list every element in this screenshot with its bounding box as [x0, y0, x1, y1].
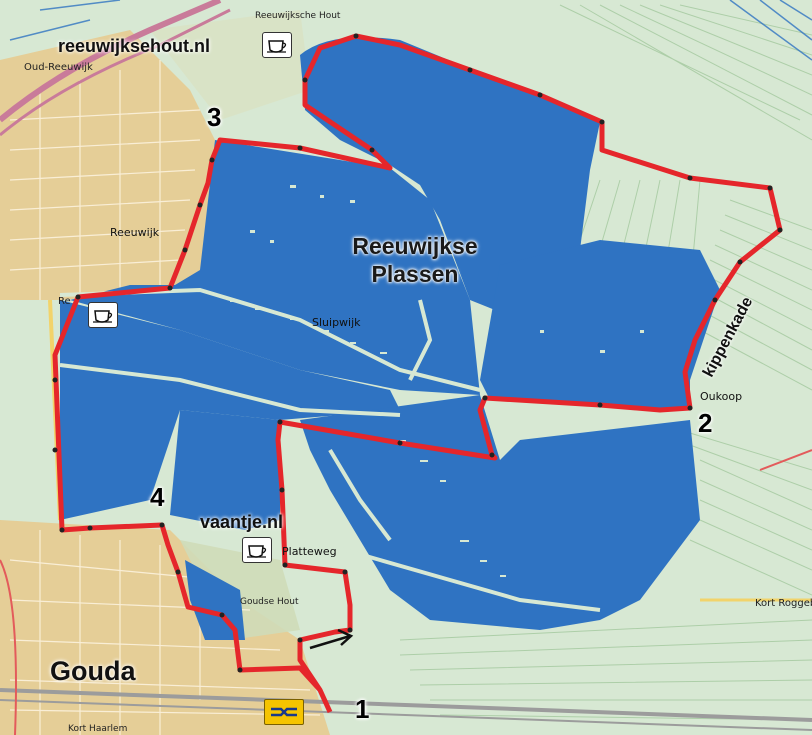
place-reeuwijk-brug: Re — [58, 296, 71, 307]
waypoint-4: 4 — [150, 482, 165, 512]
waypoint-2: 2 — [698, 408, 713, 438]
walking-route-line — [52, 33, 783, 714]
town-streets — [9, 60, 321, 735]
route-markers — [52, 33, 783, 673]
lake-name-line1: Reeuwijkse — [352, 233, 478, 259]
lake-name-line2: Plassen — [371, 261, 459, 287]
coffee-cup-icon — [242, 537, 272, 563]
place-kort-roggebot: Kort Roggeb — [755, 598, 812, 609]
lake-name: Reeuwijkse Plassen — [330, 232, 500, 288]
town-areas — [0, 10, 330, 735]
canals — [9, 0, 812, 61]
website-vaantje[interactable]: vaantje.nl — [200, 512, 284, 532]
place-goudse-hout: Goudse Hout — [240, 597, 299, 607]
place-kort-haarlem: Kort Haarlem — [68, 724, 128, 734]
place-reeuwijksche-hout: Reeuwijksche Hout — [255, 11, 341, 21]
train-station-icon — [264, 699, 304, 725]
place-oukoop: Oukoop — [700, 390, 743, 403]
place-sluipwijk: Sluipwijk — [312, 316, 361, 329]
place-gouda: Gouda — [50, 656, 136, 686]
lake-water — [60, 37, 720, 640]
coffee-cup-icon — [262, 32, 292, 58]
place-platteweg: Platteweg — [282, 545, 337, 558]
place-oud-reeuwijk: Oud-Reeuwijk — [24, 62, 93, 73]
coffee-cup-icon — [88, 302, 118, 328]
waypoint-1: 1 — [355, 694, 370, 724]
website-reeuwijksehout[interactable]: reeuwijksehout.nl — [58, 36, 211, 56]
arrow-right-icon — [309, 628, 354, 650]
place-reeuwijk: Reeuwijk — [110, 226, 160, 239]
waypoint-3: 3 — [207, 102, 222, 132]
